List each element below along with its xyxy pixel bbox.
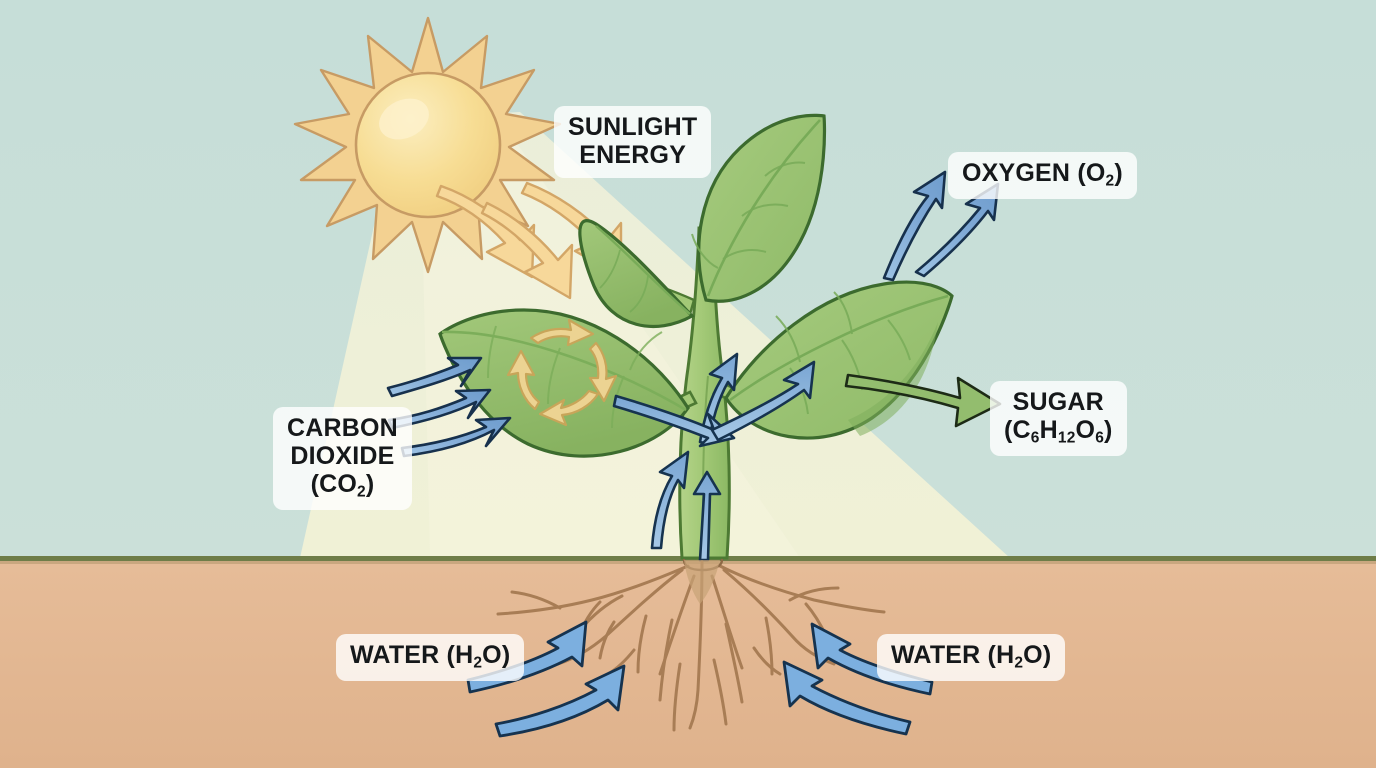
root-branch-g xyxy=(636,614,648,674)
label-water-right-text: WATER (H xyxy=(891,641,1015,669)
cycle-arrow-top xyxy=(529,318,595,347)
water-arrow-right-lower xyxy=(782,660,912,736)
label-co2-co: (CO xyxy=(310,470,357,498)
root-branch-h xyxy=(658,618,674,702)
root-main-right xyxy=(718,564,886,614)
label-sugar-formula: (C6H12O6) xyxy=(1004,416,1113,447)
cycle-arrow-bottom xyxy=(538,389,600,427)
label-oxygen: OXYGEN (O2) xyxy=(948,152,1137,199)
water-stem-arrow-to-leaf xyxy=(612,394,736,448)
label-sugar-c-sub: 6 xyxy=(1030,429,1040,447)
water-stem-arrow-left-lower xyxy=(650,450,690,550)
leaf-upper-left-midrib xyxy=(595,225,691,315)
label-co2-tail: ) xyxy=(365,470,375,498)
water-transport-arrows xyxy=(612,352,816,562)
sunlight-arrow-1 xyxy=(435,184,536,279)
label-water-right-tail: O) xyxy=(1023,641,1052,669)
leaf-right-midrib xyxy=(729,294,949,402)
label-co2-line2: DIOXIDE xyxy=(290,442,395,470)
cycle-arrow-left xyxy=(506,349,541,411)
label-water-left-tail: O) xyxy=(482,641,511,669)
label-sugar: SUGAR (C6H12O6) xyxy=(990,381,1127,456)
root-branch-l xyxy=(598,620,616,660)
label-sugar-o: O xyxy=(1075,416,1096,444)
label-oxygen-tail: ) xyxy=(1114,159,1123,187)
leaf-lower-left-veins xyxy=(487,325,663,429)
sunlight-arrow-2 xyxy=(480,201,574,300)
leaf-right-shadow xyxy=(848,322,938,436)
root-right-3 xyxy=(710,574,744,670)
label-co2-line1: CARBON xyxy=(287,414,398,442)
label-oxygen-text: OXYGEN (O xyxy=(962,159,1106,187)
label-sugar-h: H xyxy=(1039,416,1058,444)
label-water-right: WATER (H2O) xyxy=(877,634,1066,681)
leaf-upper-left-blade xyxy=(578,219,695,329)
photosynthesis-cycle-icon xyxy=(506,318,618,427)
label-sunlight-line2: ENERGY xyxy=(579,141,687,169)
root-branch-d xyxy=(788,586,840,602)
water-arrow-left-lower xyxy=(494,664,626,738)
carbon-dioxide-arrows xyxy=(386,356,512,458)
label-sugar-tail: ) xyxy=(1104,416,1113,444)
label-oxygen-sub: 2 xyxy=(1105,172,1115,190)
root-branch-k xyxy=(712,658,728,726)
leaf-upper-left xyxy=(578,219,695,329)
sun-highlight xyxy=(379,98,429,140)
leaf-lower-left-midrib xyxy=(441,330,687,412)
root-branch-c xyxy=(510,590,562,610)
root-branch-n xyxy=(752,646,782,676)
leaf-upper-left-veins xyxy=(599,249,649,313)
root-branch-i xyxy=(724,622,744,704)
sugar-arrow-shape xyxy=(844,373,1002,428)
co2-arrow-2 xyxy=(387,388,492,430)
root-branch-j xyxy=(672,662,682,732)
co2-arrow-3 xyxy=(400,416,512,458)
label-sunlight-line1: SUNLIGHT xyxy=(568,113,698,141)
co2-arrow-1 xyxy=(386,356,483,398)
label-co2-formula: (CO2) xyxy=(287,470,398,501)
cycle-arrow-right xyxy=(588,341,618,403)
leaf-top-center-veins xyxy=(691,161,806,269)
label-co2-sub: 2 xyxy=(357,483,366,501)
label-water-left: WATER (H2O) xyxy=(336,634,525,681)
leaf-top-center-midrib xyxy=(706,119,821,297)
water-stem-arrow-center xyxy=(692,470,722,562)
label-sugar-o-sub: 6 xyxy=(1095,429,1105,447)
root-crown-fill xyxy=(684,560,720,604)
label-carbon-dioxide: CARBON DIOXIDE (CO2) xyxy=(273,407,412,510)
label-sugar-line1: SUGAR xyxy=(1012,388,1104,416)
oxygen-arrows xyxy=(882,170,1000,282)
label-water-left-sub: 2 xyxy=(473,654,483,672)
label-water-left-text: WATER (H xyxy=(350,641,474,669)
oxygen-arrow-1 xyxy=(882,170,947,282)
root-main-left xyxy=(496,564,690,616)
oxygen-arrow-2 xyxy=(914,182,1000,278)
label-water-right-sub: 2 xyxy=(1014,654,1024,672)
label-sugar-h-sub: 12 xyxy=(1057,429,1076,447)
label-sunlight-energy: SUNLIGHT ENERGY xyxy=(554,106,712,178)
sun-body xyxy=(354,71,502,219)
water-stem-arrow-to-leaf-2 xyxy=(710,360,816,442)
sugar-arrow xyxy=(844,373,1002,428)
label-sugar-c: (C xyxy=(1004,416,1031,444)
leaf-top-center xyxy=(691,113,827,303)
